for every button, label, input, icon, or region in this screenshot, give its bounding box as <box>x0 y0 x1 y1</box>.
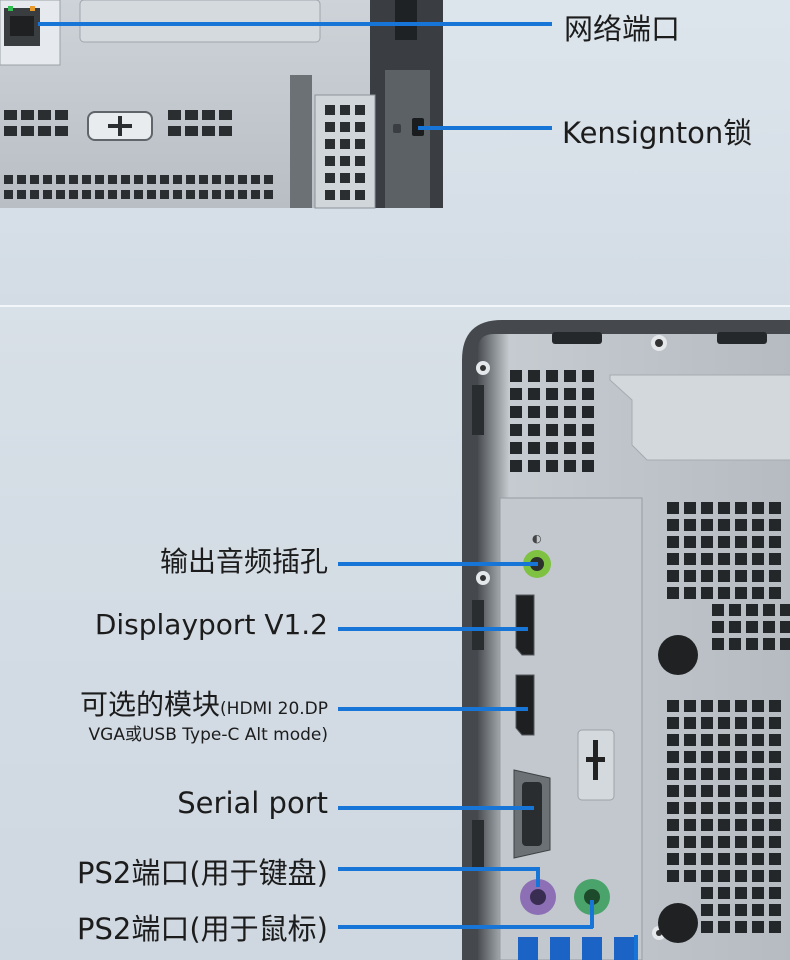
ps2-mouse-icon <box>574 879 610 915</box>
ps2-keyboard-callout-drop <box>536 867 540 887</box>
ethernet-port-icon <box>4 6 40 46</box>
svg-text:◐: ◐ <box>532 532 542 545</box>
displayport-callout-line <box>338 627 528 631</box>
ps2-keyboard-callout-line <box>338 867 538 871</box>
network-port-callout-line <box>38 22 552 26</box>
ps2-keyboard-icon <box>520 879 556 915</box>
optional-module-suffix: (HDMI 20.DP <box>220 699 328 719</box>
section-divider <box>0 305 790 307</box>
rear-chassis-photo: ◐ <box>462 320 790 960</box>
ps2-mouse-callout-rise <box>590 900 594 928</box>
top-chassis-photo <box>0 0 443 209</box>
displayport-icon <box>515 594 535 736</box>
audio-jack-label: 输出音频插孔 <box>159 545 328 578</box>
ps2-mouse-label: PS2端口(用于鼠标) <box>77 912 328 946</box>
ps2-mouse-callout-line <box>338 925 593 929</box>
usb-port-icon <box>518 937 634 960</box>
serial-port-callout-line <box>338 806 534 810</box>
optional-module-label: 可选的模块(HDMI 20.DP <box>80 683 328 723</box>
ps2-keyboard-label: PS2端口(用于键盘) <box>77 856 328 890</box>
optional-module-line2: VGA或USB Type-C Alt mode) <box>88 725 328 745</box>
optional-module-main: 可选的模块 <box>80 688 221 721</box>
kensington-callout-line <box>418 126 552 130</box>
serial-port-icon <box>513 769 551 859</box>
serial-port-label: Serial port <box>177 786 328 820</box>
kensington-lock-label: Kensignton锁 <box>562 116 753 150</box>
displayport-label: Displayport V1.2 <box>94 608 328 641</box>
network-port-label: 网络端口 <box>564 12 681 46</box>
usb-callout-line <box>634 935 638 960</box>
optional-module-callout-line <box>338 707 528 711</box>
audio-jack-callout-line <box>338 562 538 566</box>
